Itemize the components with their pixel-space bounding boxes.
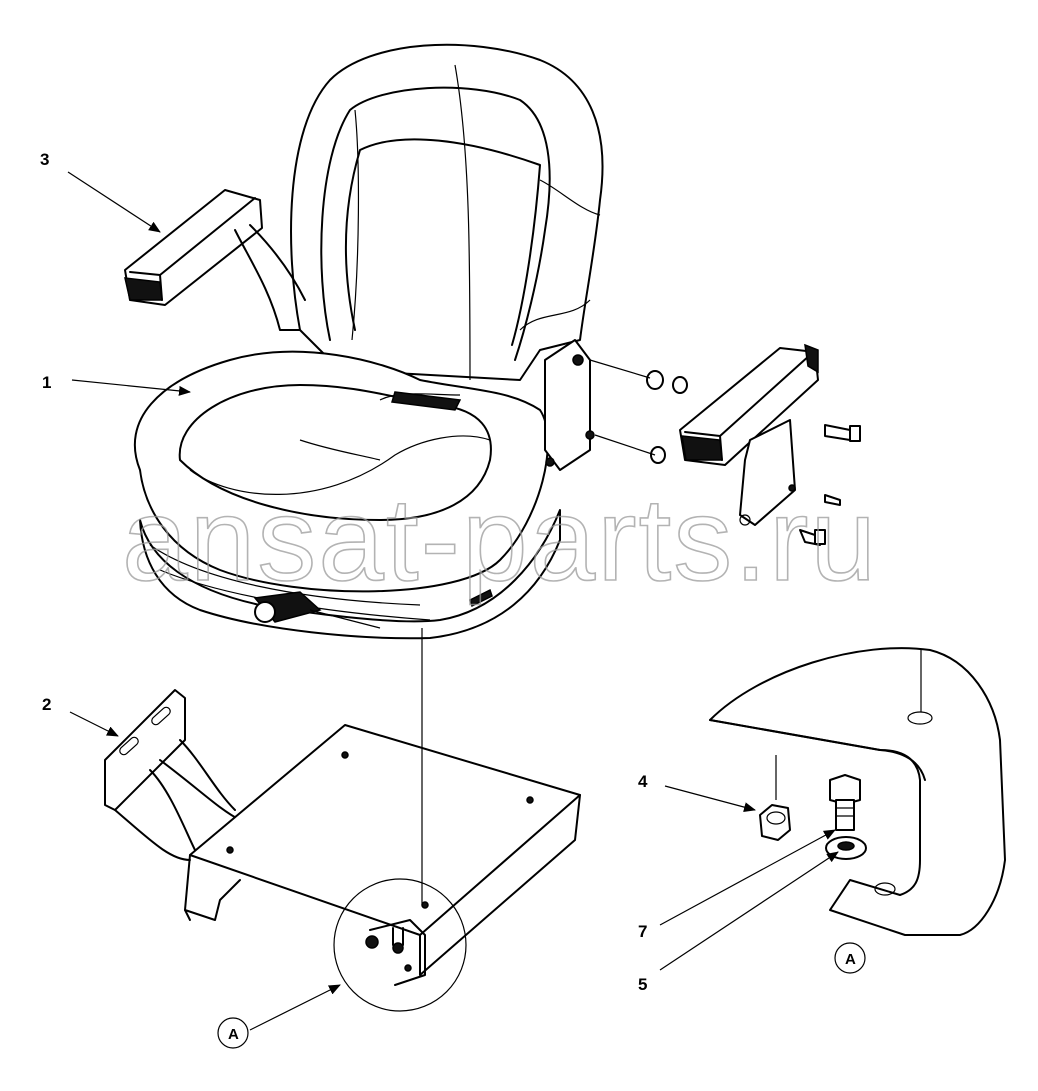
marker-a-detail: A — [834, 942, 866, 974]
detail-view-a — [709, 647, 1006, 936]
seat-backrest — [290, 43, 604, 381]
callout-2: 2 — [42, 695, 51, 714]
bolt-middle — [824, 494, 841, 506]
marker-a-plate: A — [217, 1017, 249, 1049]
callout-3: 3 — [40, 150, 49, 169]
seat-assembly — [124, 43, 604, 640]
backrest-inner-panel — [320, 86, 551, 361]
spacer-3 — [650, 446, 666, 464]
callout-1: 1 — [42, 373, 51, 392]
callout-7: 7 — [638, 922, 647, 941]
seat-cushion — [134, 350, 549, 593]
cushion-inner-panel — [178, 384, 492, 521]
flange-nut — [759, 804, 791, 841]
leader-5 — [659, 851, 839, 971]
right-armrest-bracket — [739, 419, 796, 526]
right-armrest-exploded — [589, 343, 861, 546]
detail-circle — [333, 878, 467, 1012]
bolt-upper — [824, 424, 851, 441]
mount-plate — [104, 628, 581, 976]
leader-3 — [67, 171, 161, 233]
spacer-1 — [646, 370, 664, 390]
mount-top-plate — [189, 724, 581, 936]
detail-bolt — [829, 774, 861, 831]
svg-text:A: A — [228, 1026, 239, 1043]
leader-7 — [659, 829, 836, 926]
watermark: ansat-parts.ru — [122, 474, 878, 606]
mount-vertical-bracket — [104, 689, 186, 811]
leader-1 — [71, 379, 191, 396]
left-armrest — [124, 189, 306, 331]
callout-5: 5 — [638, 975, 647, 994]
svg-text:A: A — [845, 951, 856, 968]
callout-4: 4 — [638, 772, 648, 791]
leader-4 — [664, 785, 756, 812]
leader-a — [249, 984, 341, 1031]
leader-lines — [67, 171, 839, 1031]
seat-side-bracket — [544, 339, 591, 471]
spacer-2 — [672, 376, 688, 394]
leader-2 — [69, 711, 119, 737]
